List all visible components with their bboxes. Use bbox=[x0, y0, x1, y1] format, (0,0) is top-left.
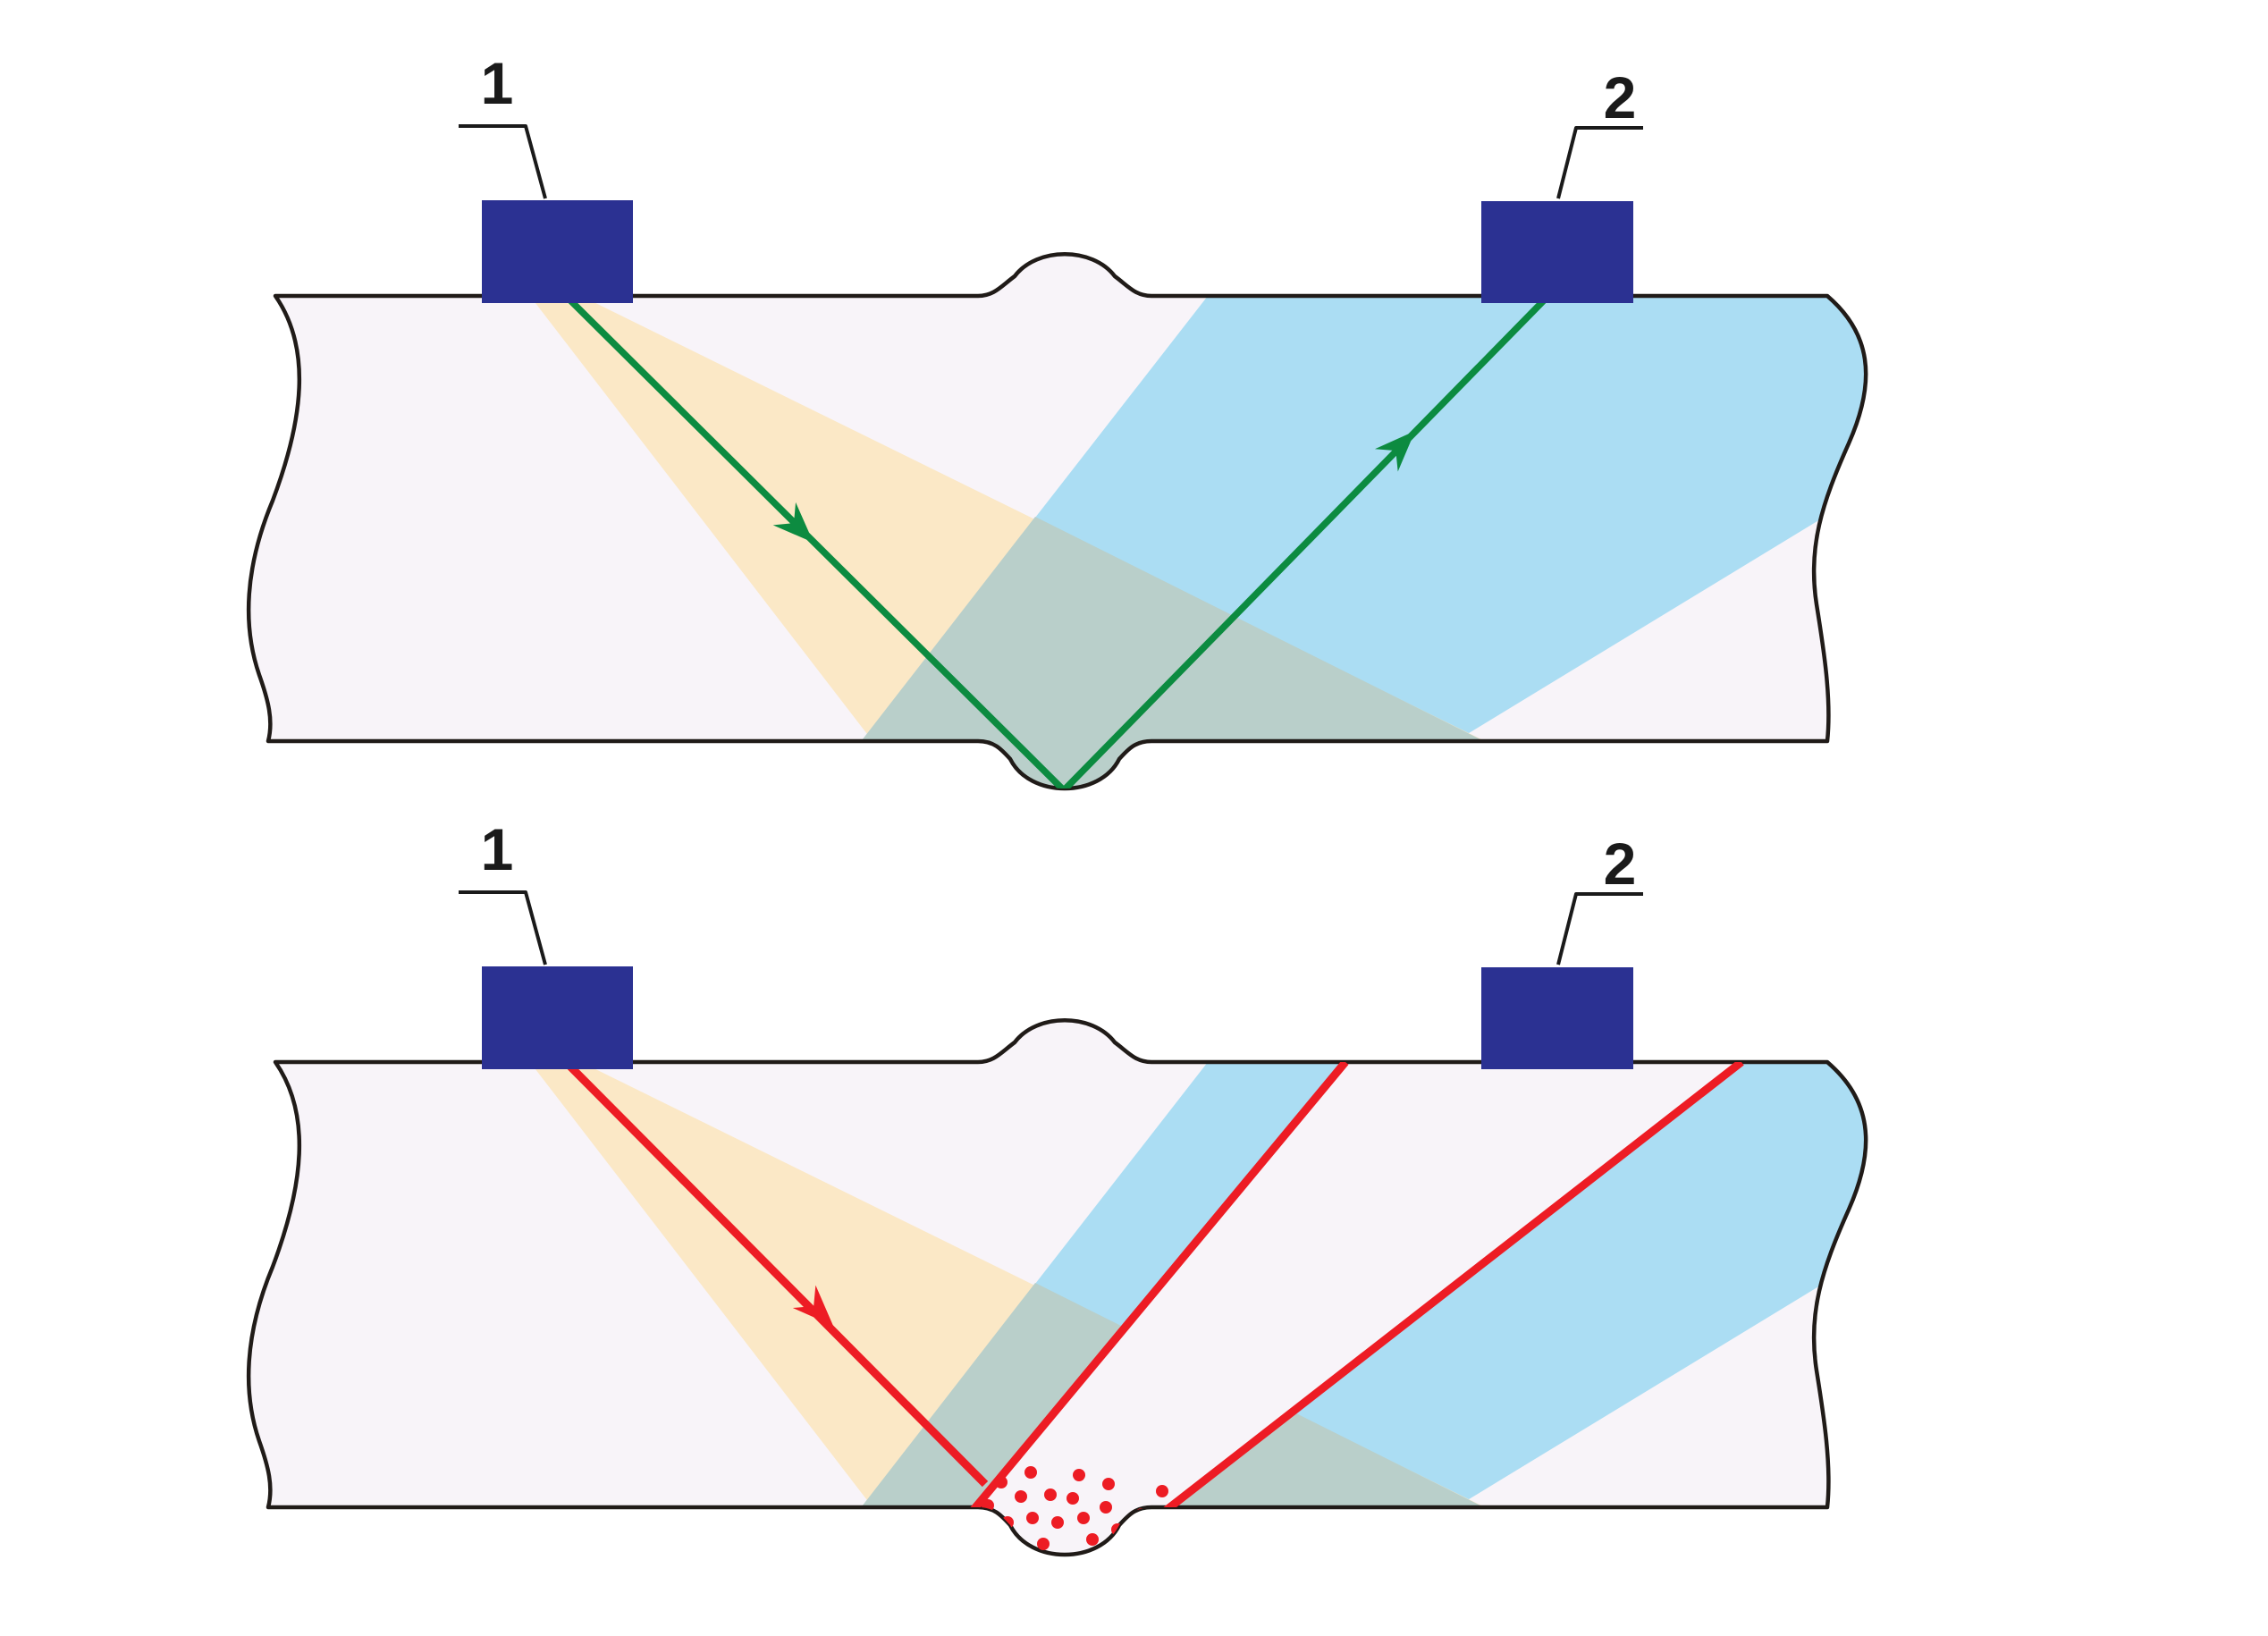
probe-1-leader-line bbox=[459, 124, 547, 199]
transducer-2 bbox=[1481, 967, 1633, 1069]
transducer-2 bbox=[1481, 201, 1633, 303]
bottom-diagram-scattering-case: 1 2 bbox=[246, 816, 1868, 1557]
probe-1-label: 1 bbox=[481, 816, 514, 882]
top-diagram-reflection-case: 1 2 bbox=[246, 50, 1868, 791]
probe-1-label: 1 bbox=[481, 50, 514, 116]
porosity-dot bbox=[1067, 1492, 1079, 1505]
probe-1-leader-line bbox=[459, 890, 547, 966]
sound-path-layer bbox=[568, 298, 1547, 788]
porosity-dot bbox=[1086, 1533, 1099, 1546]
scattered-ray-right bbox=[1152, 1058, 1744, 1522]
test-plate-outline bbox=[246, 252, 1868, 791]
sound-path-ray bbox=[568, 298, 1547, 788]
porosity-dot bbox=[1015, 1490, 1027, 1503]
porosity-dot bbox=[1102, 1478, 1115, 1490]
scattered-ray-left bbox=[960, 1059, 1349, 1524]
incident-ray bbox=[567, 1063, 989, 1488]
porosity-dots bbox=[982, 1466, 1168, 1550]
probe-2-leader-line bbox=[1556, 126, 1643, 199]
test-plate-outline bbox=[246, 1018, 1868, 1557]
porosity-dot bbox=[1037, 1538, 1050, 1550]
probe-2-label: 2 bbox=[1604, 831, 1637, 897]
porosity-dot bbox=[1077, 1512, 1090, 1524]
probe-2-leader-line bbox=[1556, 892, 1643, 966]
porosity-dot bbox=[995, 1476, 1008, 1488]
beam-overlap-zone bbox=[819, 517, 1498, 788]
porosity-dot bbox=[1123, 1528, 1135, 1540]
porosity-dot bbox=[1026, 1512, 1039, 1524]
probe-2-label: 2 bbox=[1604, 64, 1637, 131]
porosity-dot bbox=[1044, 1488, 1057, 1501]
porosity-dot bbox=[1051, 1516, 1064, 1529]
porosity-dot bbox=[1156, 1485, 1168, 1497]
porosity-dot bbox=[1024, 1466, 1037, 1479]
porosity-dot bbox=[1100, 1501, 1112, 1514]
beam-layer bbox=[529, 295, 1867, 788]
transducer-1 bbox=[482, 200, 633, 303]
weld-root-porosity-zone bbox=[978, 1507, 1151, 1555]
porosity-dot bbox=[1073, 1469, 1085, 1481]
scatter-ray-layer bbox=[567, 1058, 1744, 1550]
transducer-1 bbox=[482, 966, 633, 1069]
scatter-cone bbox=[964, 1062, 1741, 1520]
